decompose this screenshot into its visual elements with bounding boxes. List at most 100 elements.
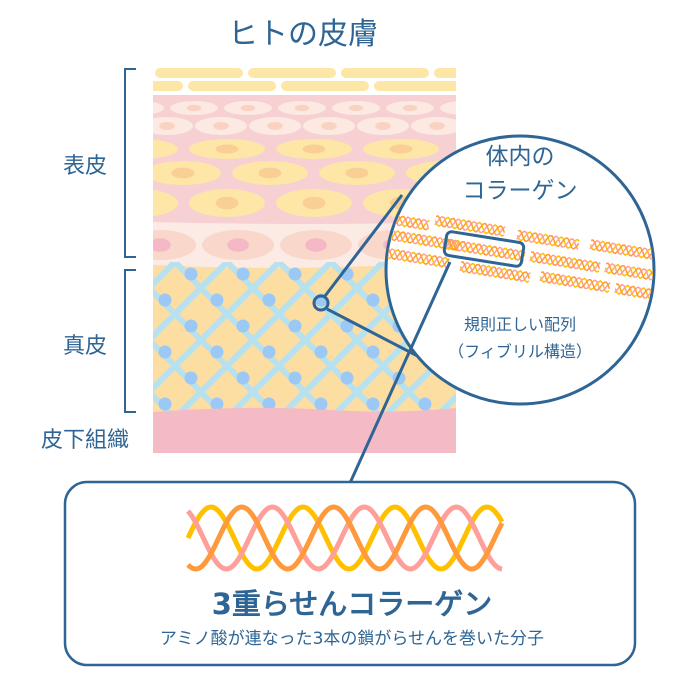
- mesh-fiber: [673, 240, 680, 440]
- fibril: [516, 229, 580, 250]
- cell-nucleus: [348, 104, 364, 112]
- mesh-node: [107, 190, 120, 203]
- mesh-node: [107, 346, 120, 359]
- fibril-strand: [436, 215, 506, 236]
- cell-nucleus: [375, 121, 391, 131]
- cell: [153, 230, 196, 260]
- cell-nucleus: [258, 167, 282, 179]
- fibril-strand: [446, 238, 526, 261]
- zoom-title-line1: 体内の: [486, 144, 555, 170]
- zoom-target-marker: [312, 294, 330, 312]
- mesh-node: [133, 424, 146, 437]
- mesh-node: [133, 320, 146, 333]
- collagen-fibrils: [387, 213, 653, 301]
- triple-helix-illustration: [185, 504, 505, 572]
- mesh-node: [314, 397, 328, 411]
- mesh-node: [653, 424, 666, 437]
- mesh-node: [55, 398, 68, 411]
- mesh-node: [549, 424, 562, 437]
- mesh-node: [288, 371, 302, 385]
- fibril: [539, 271, 611, 294]
- cell-nucleus: [133, 105, 147, 111]
- cell-nucleus: [240, 104, 256, 112]
- cell-nucleus: [389, 144, 413, 154]
- zoom-caption-line2: （フィブリル構造）: [448, 342, 592, 361]
- corneum-cell: [341, 68, 429, 78]
- mesh-node: [653, 528, 666, 541]
- cell: [153, 139, 178, 159]
- mesh-node: [262, 397, 276, 411]
- detail-box: [63, 480, 637, 667]
- mesh-node: [184, 371, 198, 385]
- mesh-node: [497, 424, 510, 437]
- mesh-fiber: [426, 392, 456, 422]
- corneum-cell: [155, 68, 243, 78]
- mesh-node: [55, 242, 68, 255]
- fibril: [589, 239, 653, 262]
- mesh-node: [314, 345, 328, 359]
- mesh-fiber: [153, 262, 232, 341]
- cell: [153, 102, 164, 114]
- cell-nucleus: [294, 104, 310, 112]
- mesh-node: [81, 320, 94, 333]
- mesh-node: [288, 267, 302, 281]
- mesh-node: [107, 294, 120, 307]
- mesh-node: [158, 397, 172, 411]
- helix-strand: [186, 504, 505, 572]
- cell-nucleus: [215, 196, 239, 210]
- mesh-node: [601, 424, 614, 437]
- fibril: [444, 238, 526, 262]
- mesh-node: [55, 294, 68, 307]
- fibril-strand: [591, 239, 653, 260]
- fibril: [459, 261, 531, 284]
- zoom-title-line2: コラーゲン: [463, 178, 578, 204]
- cell-nucleus: [159, 121, 175, 131]
- mesh-node: [210, 345, 224, 359]
- mesh-node: [55, 190, 68, 203]
- mesh-fiber: [673, 240, 680, 440]
- mesh-node: [366, 397, 380, 411]
- mesh-node: [158, 293, 172, 307]
- mesh-node: [133, 216, 146, 229]
- cell-nucleus: [402, 104, 418, 112]
- mesh-node: [262, 345, 276, 359]
- fibril-strand: [387, 248, 450, 267]
- mesh-node: [81, 372, 94, 385]
- cell-nucleus: [171, 167, 195, 179]
- cell-nucleus: [305, 238, 327, 252]
- mesh-node: [81, 268, 94, 281]
- mesh-node: [236, 267, 250, 281]
- fibril-highlight: [442, 230, 526, 268]
- corneum-cell: [434, 68, 456, 78]
- label-subcutis: 皮下組織: [41, 428, 129, 453]
- cell-nucleus: [302, 196, 326, 210]
- corneum-cell: [248, 68, 336, 78]
- mesh-node: [262, 293, 276, 307]
- cell-nucleus: [267, 121, 283, 131]
- fibril: [529, 251, 601, 274]
- zoom-circle: [384, 134, 656, 406]
- mesh-node: [653, 372, 666, 385]
- mesh-node: [418, 397, 432, 411]
- mesh-node: [107, 242, 120, 255]
- fibril-strand: [541, 271, 611, 292]
- mesh-node: [236, 371, 250, 385]
- mesh-node: [653, 320, 666, 333]
- fibril-strand: [517, 229, 580, 250]
- cell: [153, 189, 178, 217]
- fibril-strand: [539, 272, 610, 294]
- mesh-fiber: [153, 262, 284, 393]
- mesh-node: [340, 371, 354, 385]
- fibril-strand: [605, 262, 653, 280]
- mesh-node: [471, 450, 484, 463]
- mesh-node: [366, 345, 380, 359]
- mesh-node: [627, 450, 640, 463]
- mesh-node: [133, 372, 146, 385]
- corneum-cell: [374, 81, 456, 91]
- mesh-node: [288, 319, 302, 333]
- fibril-strand: [387, 248, 449, 269]
- mesh-node: [627, 398, 640, 411]
- subcutis-layer: [153, 407, 456, 453]
- mesh-node: [210, 293, 224, 307]
